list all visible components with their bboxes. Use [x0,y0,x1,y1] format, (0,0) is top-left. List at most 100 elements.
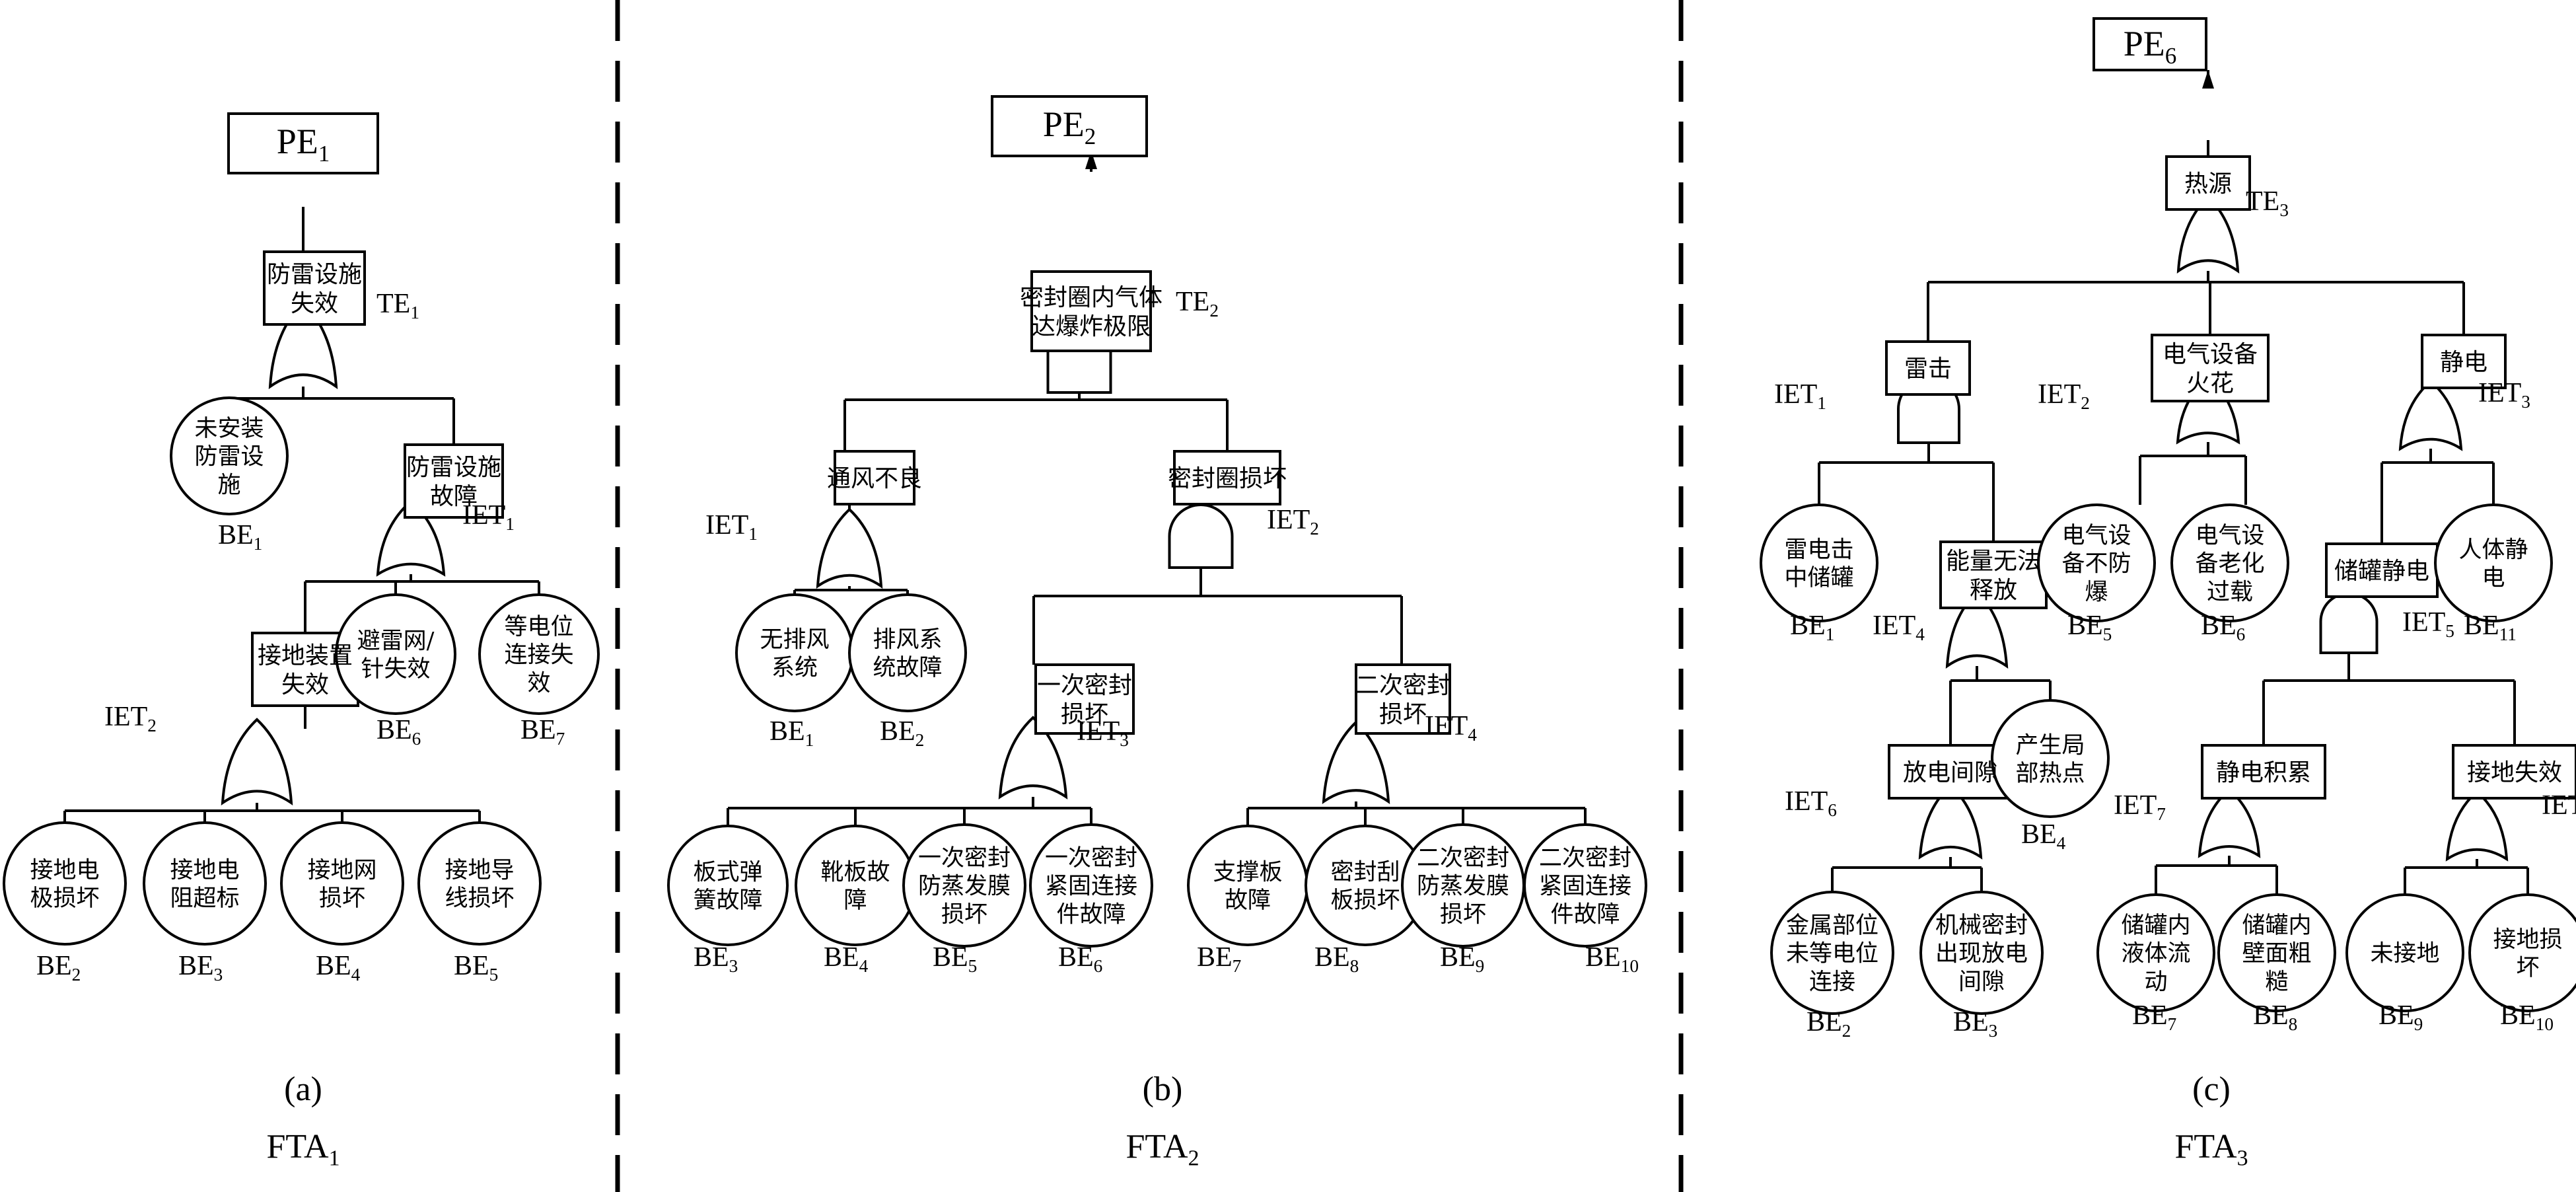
basic-event-label: 密封刮板损坏 [1330,859,1400,914]
or-gate [2198,788,2261,858]
event-id-label: BE10 [2500,1000,2554,1034]
top-event-box [991,95,1148,157]
event-label: 密封圈内气体达爆炸极限 [1020,284,1163,340]
event-label: 热源 [2184,170,2232,198]
or-gate [1945,590,2009,669]
event-label: 一次密封损坏 [1037,672,1132,728]
event-box [2201,744,2326,800]
basic-event-label: 板式弹簧故障 [693,859,762,914]
or-gate [268,301,338,390]
event-box [834,450,915,505]
event-id-label: BE7 [1197,942,1241,976]
node-shapes [3,17,2576,1015]
event-id-label: IET4 [1425,711,1477,745]
or-gate [998,716,1068,800]
basic-event-circle [1919,891,2044,1015]
event-id-label: IET3 [1077,716,1129,750]
event-id-label: BE11 [2464,611,2517,644]
event-box [1939,540,2048,609]
event-id-label: IET7 [2114,790,2166,824]
basic-event-label: 接地导线损坏 [445,857,514,912]
basic-event-label: 未接地 [2370,941,2439,967]
event-label: 密封圈损坏 [1168,465,1287,492]
basic-event-label: 接地电极损坏 [30,857,99,912]
basic-event-label: 产生局部热点 [2015,732,2085,787]
event-id-label: BE10 [1585,942,1639,976]
event-box [2452,744,2576,800]
event-id-label: BE6 [376,715,421,749]
or-gate [221,718,293,805]
or-gate [2176,375,2240,445]
event-label: 防雷设施失效 [267,261,362,317]
or-gate [2445,790,2509,862]
basic-event-label: 二次密封防蒸发膜损坏 [1417,845,1509,928]
event-label: 储罐静电 [2334,558,2429,585]
basic-event-label: 储罐内液体流动 [2121,913,2190,995]
top-event-box [2093,17,2207,71]
or-gate [816,507,883,589]
basic-event-circle [2345,893,2464,1012]
event-id-label: TE2 [1176,287,1219,320]
basic-event-circle [1029,823,1153,948]
arrow-head [1085,151,1097,169]
and-gate [2319,592,2379,654]
top-event-box [227,112,379,174]
basic-event-circle [2170,503,2289,622]
event-id-label: TE1 [376,289,419,322]
basic-event-label: 无排风系统 [760,626,829,681]
basic-event-circle [2217,893,2336,1012]
event-box [263,250,366,326]
event-box [1355,663,1451,735]
event-id-label: IET1 [705,510,758,544]
or-gate [1322,720,1390,804]
event-id-label: BE6 [1058,942,1102,976]
panel-name: FTA1 [267,1128,340,1170]
or-gate [1918,784,1983,860]
or-gate [376,500,446,577]
event-id-label: BE3 [694,942,738,976]
panel-name: FTA3 [2175,1128,2248,1170]
panel-caption: (a) [284,1070,322,1108]
basic-event-label: 等电位连接失效 [504,614,573,696]
event-id-label: IET6 [1785,786,1837,820]
event-label: 静电积累 [2216,759,2311,786]
event-box [2421,334,2507,389]
event-box [404,443,504,519]
basic-event-label: 排风系统故障 [873,626,942,681]
basic-event-label: 支撑板故障 [1213,859,1282,914]
event-id-label: BE3 [178,951,223,985]
basic-event-circle [1760,503,1878,622]
basic-event-circle [1770,891,1894,1015]
connector-lines [63,0,2529,1192]
basic-event-circle [2434,503,2553,622]
basic-event-label: 电气设备不防爆 [2061,523,2131,605]
event-label: 二次密封损坏 [1355,672,1450,728]
event-id-label: BE5 [933,942,977,976]
event-box [2325,542,2439,598]
event-label: 静电 [2440,349,2487,376]
basic-event-circle [1523,823,1647,948]
event-id-label: BE1 [218,520,262,554]
basic-event-circle [143,821,267,946]
event-id-label: BE4 [824,942,869,976]
event-box [2165,155,2251,211]
or-gate [2398,379,2463,451]
event-id-label: IET2 [104,702,157,735]
event-id-label: IET5 [2402,607,2454,641]
event-id-label: IET2 [2038,379,2090,413]
event-id-label: IET1 [1774,379,1826,413]
basic-event-circle [2096,893,2215,1012]
event-id-label: BE2 [36,951,81,985]
event-id-label: BE5 [2067,611,2112,644]
basic-event-label: 未安装防雷设施 [194,416,264,498]
event-label: 能量无法释放 [1946,548,2041,604]
event-id-label: BE7 [520,715,565,749]
event-id-label: BE2 [1807,1007,1851,1041]
event-box [1030,270,1152,352]
top-event-label: PE6 [2124,24,2177,69]
event-id-label: BE9 [2379,1000,2423,1034]
and-gate [1168,503,1234,569]
basic-event-label: 接地损坏 [2493,926,2562,981]
basic-event-circle [2468,893,2576,1012]
